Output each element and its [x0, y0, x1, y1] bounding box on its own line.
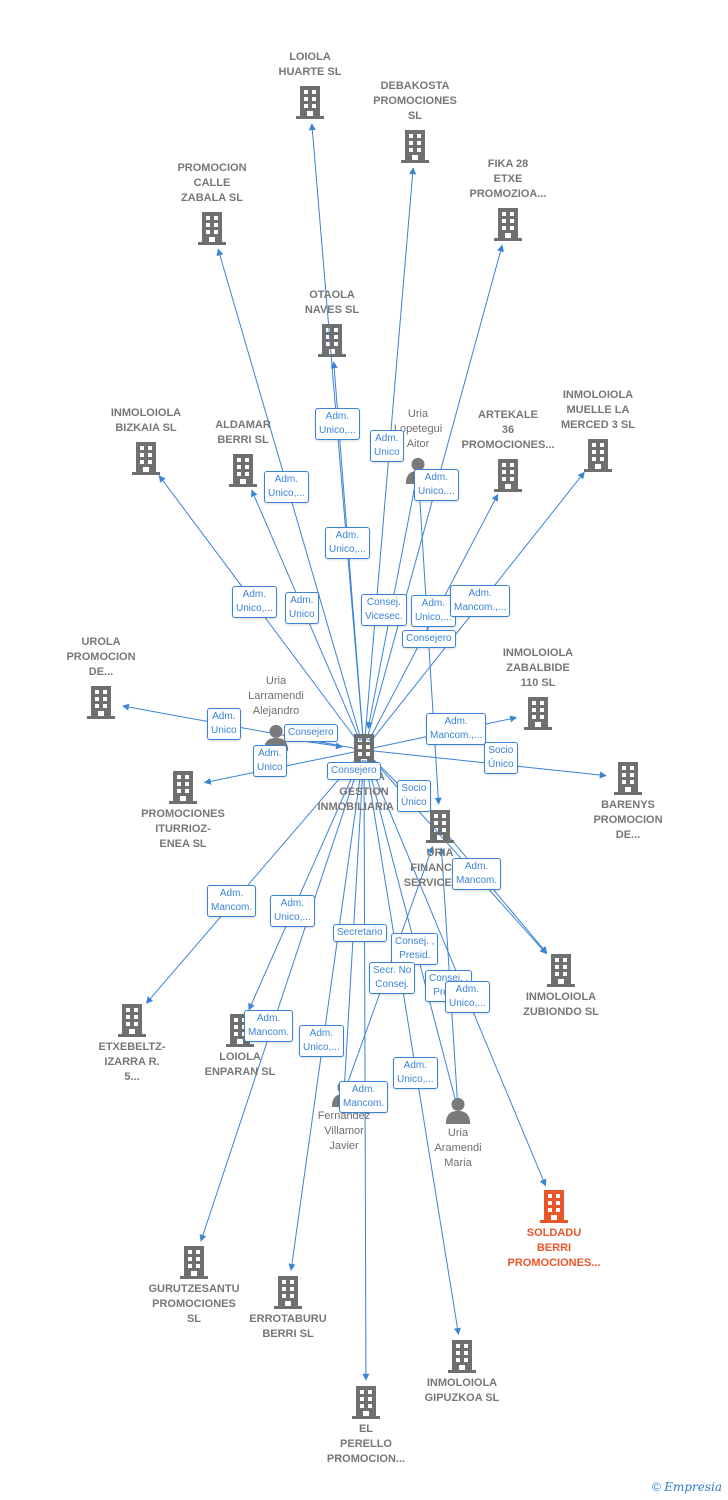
building-icon-uria_financial[interactable] — [426, 810, 454, 843]
edge-loiola_gestion-to-gurutzesantu — [199, 759, 362, 1242]
edge-role-label[interactable]: Adm. Unico,... — [325, 527, 370, 559]
edge-role-label[interactable]: Adm. Mancom. — [452, 858, 502, 890]
edge-role-label[interactable]: Socio Único — [397, 780, 431, 812]
edge-role-label[interactable]: Adm. Unico,... — [264, 471, 309, 503]
person-icon-uria_aramendi[interactable] — [445, 1097, 471, 1124]
building-icon-inmoloiola_zubiondo[interactable] — [547, 954, 575, 987]
building-icon-inmoloiola_bizkaia[interactable] — [132, 442, 160, 475]
brand-name: Empresia — [664, 1480, 722, 1494]
edge-role-label[interactable]: Adm. Unico — [370, 430, 404, 462]
building-icon-aldamar_berri[interactable] — [229, 454, 257, 487]
edge-role-label[interactable]: Adm. Mancom. — [244, 1010, 294, 1042]
edge-role-label[interactable]: Adm. Unico,... — [393, 1057, 438, 1089]
edge-role-label[interactable]: Adm. Unico,... — [315, 408, 360, 440]
building-icon-inmoloiola_gipuzkoa[interactable] — [448, 1340, 476, 1373]
edge-role-label[interactable]: Adm. Mancom.,... — [450, 585, 511, 617]
edge-role-label[interactable]: Adm. Unico,... — [270, 895, 315, 927]
edge-role-label[interactable]: Adm. Unico — [285, 592, 319, 624]
edge-role-label[interactable]: Socio Único — [484, 742, 518, 774]
edge-role-label[interactable]: Adm. Mancom. — [207, 885, 257, 917]
building-icon-soldadu_berri[interactable] — [540, 1190, 568, 1223]
building-icon-barenys[interactable] — [614, 762, 642, 795]
building-icon-gurutzesantu[interactable] — [180, 1246, 208, 1279]
building-icon-debakosta[interactable] — [401, 130, 429, 163]
edge-role-label[interactable]: Adm. Mancom. — [339, 1081, 389, 1113]
edge-role-label[interactable]: Adm. Unico,... — [232, 586, 277, 618]
edge-loiola_gestion-to-errotaburu — [288, 759, 364, 1271]
building-icon-promocion_calle_zabala[interactable] — [198, 212, 226, 245]
building-icon-urola_promocion[interactable] — [87, 686, 115, 719]
edge-role-label[interactable]: Consejero — [284, 724, 338, 742]
edge-role-label[interactable]: Adm. Unico,... — [414, 469, 459, 501]
edge-role-label[interactable]: Adm. Mancom.,... — [426, 713, 487, 745]
building-icon-loiola_huarte[interactable] — [296, 86, 324, 119]
edge-role-label[interactable]: Consej. , Presid. — [391, 933, 439, 965]
edge-role-label[interactable]: Secr. No Consej. — [369, 962, 416, 994]
building-icon-fika28[interactable] — [494, 208, 522, 241]
edge-role-label[interactable]: Secretario — [333, 924, 387, 942]
edge-loiola_gestion-to-inmoloiola_gipuzkoa — [365, 759, 461, 1335]
building-icon-errotaburu[interactable] — [274, 1276, 302, 1309]
edge-role-label[interactable]: Adm. Unico,... — [411, 595, 456, 627]
building-icon-el_perello[interactable] — [352, 1386, 380, 1419]
footer-brand: © Empresia — [652, 1480, 722, 1494]
building-icon-promociones_iturrioz[interactable] — [169, 771, 197, 804]
building-icon-otaola_naves[interactable] — [318, 324, 346, 357]
edge-role-label[interactable]: Consej. Vicesec. — [361, 594, 407, 626]
edge-role-label[interactable]: Adm. Unico,... — [445, 981, 490, 1013]
building-icon-etxebeltz[interactable] — [118, 1004, 146, 1037]
node-icon-layer — [87, 86, 642, 1419]
edge-role-label[interactable]: Adm. Unico — [253, 745, 287, 777]
edge-loiola_gestion-to-loiola_enparan — [248, 758, 361, 1011]
edge-role-label[interactable]: Adm. Unico,... — [299, 1025, 344, 1057]
edge-loiola_gestion-to-etxebeltz — [145, 757, 358, 1004]
building-icon-artekale36[interactable] — [494, 459, 522, 492]
edge-role-label[interactable]: Consejero — [327, 762, 381, 780]
edge-role-label[interactable]: Adm. Unico — [207, 708, 241, 740]
edge-loiola_gestion-to-el_perello — [362, 759, 370, 1381]
building-icon-inmoloiola_zabalbide[interactable] — [524, 697, 552, 730]
edge-role-label[interactable]: Consejero — [402, 630, 456, 648]
edge-uria_financial-to-inmoloiola_zubiondo — [446, 833, 548, 954]
copyright-symbol: © — [652, 1480, 661, 1494]
building-icon-inmoloiola_muelle[interactable] — [584, 439, 612, 472]
